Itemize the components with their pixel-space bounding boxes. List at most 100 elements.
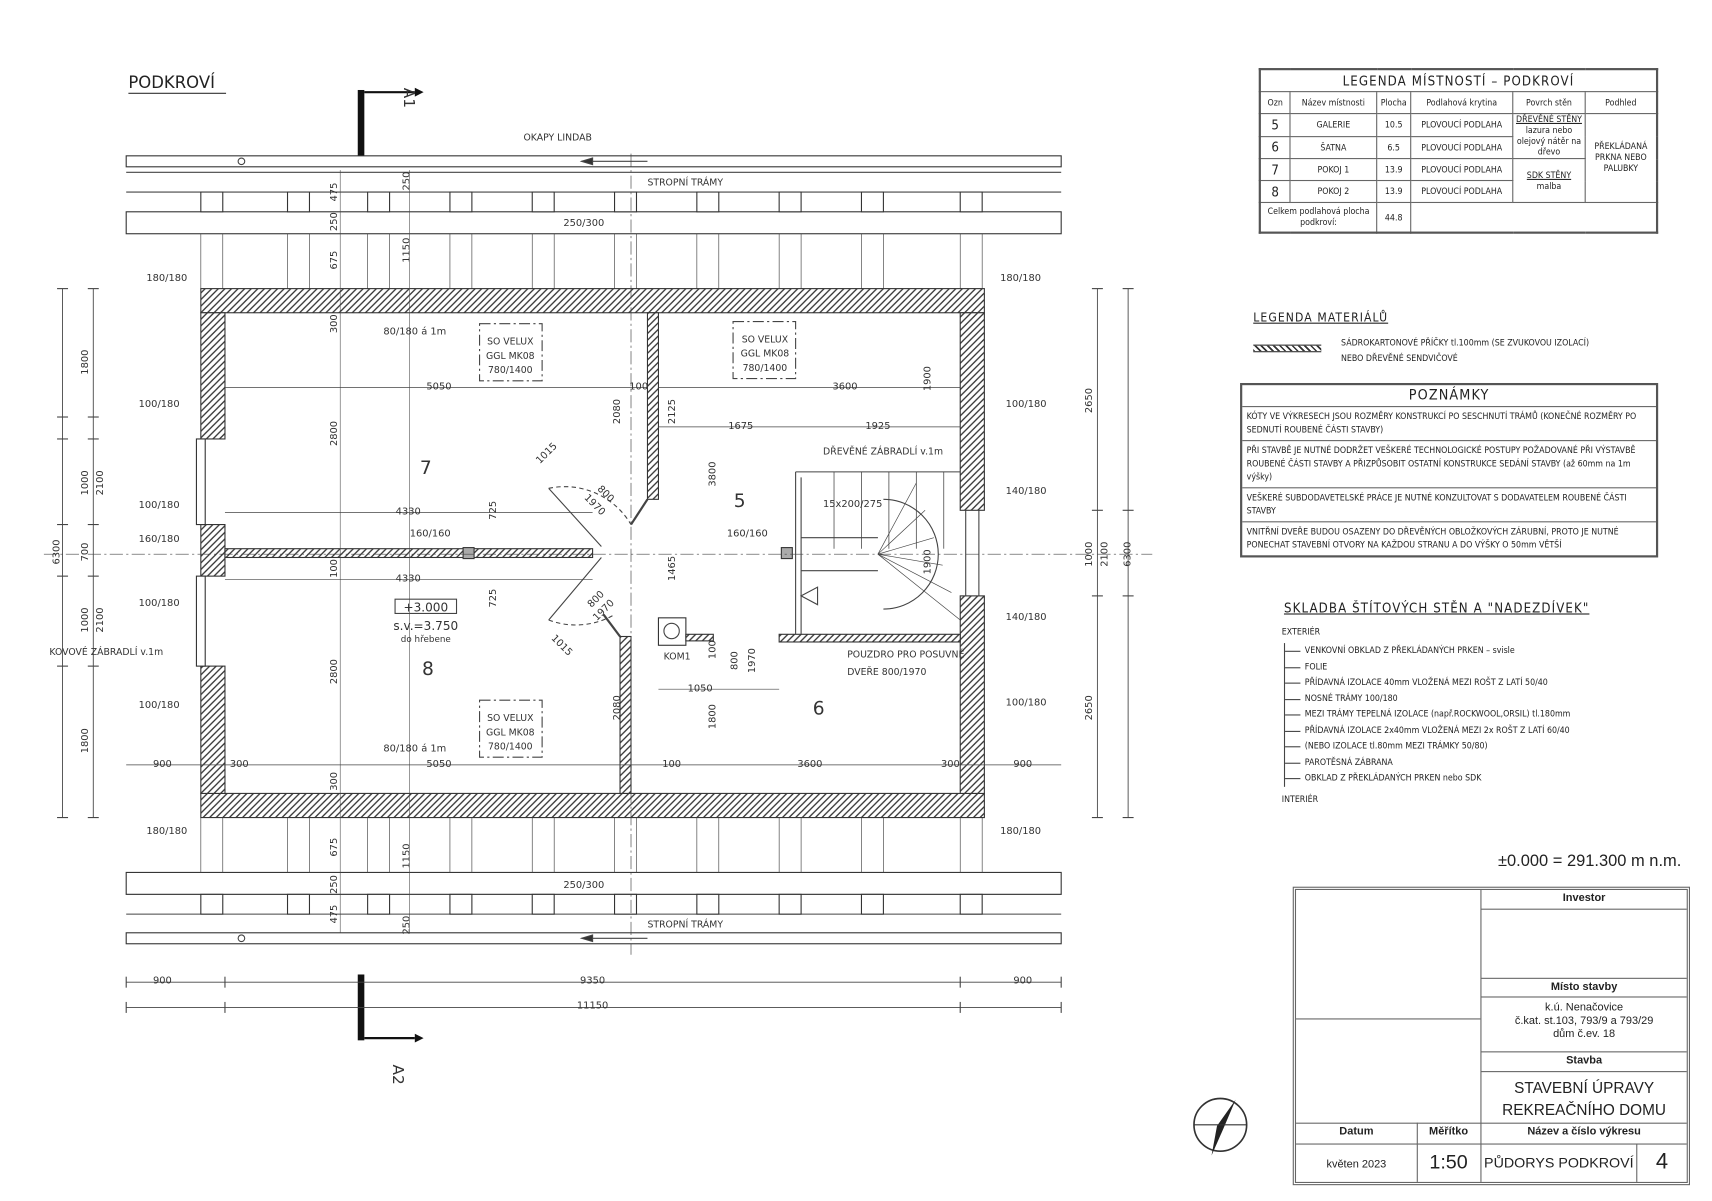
dimension-label: 6300 <box>51 539 62 564</box>
callout-label: STROPNÍ TRÁMY <box>647 918 723 930</box>
cell: PLOVOUCÍ PODLAHA <box>1410 179 1514 204</box>
cell: PLOVOUCÍ PODLAHA <box>1410 113 1514 137</box>
cell: GALERIE <box>1289 113 1378 137</box>
room-number: 8 <box>422 659 434 680</box>
header-name: Název místnosti <box>1289 91 1378 115</box>
line <box>602 613 621 638</box>
north-arrow-icon <box>1193 1097 1248 1156</box>
investor-label: Investor <box>1562 892 1606 905</box>
dimension-label: 2650 <box>1084 695 1095 720</box>
dimension-label: 5050 <box>426 759 451 770</box>
dimension-label: 1800 <box>80 728 91 753</box>
wall-tag-label: 140/180 <box>1006 486 1047 497</box>
note-item: VNITŘNÍ DVEŘE BUDOU OSAZENY DO DŘEVĚNÝCH… <box>1246 526 1619 550</box>
dimension-label: 725 <box>488 589 499 608</box>
rafter <box>200 191 224 213</box>
dimension-label: 1000 <box>1084 542 1095 567</box>
header-floor: Podlahová krytina <box>1410 91 1514 115</box>
rafter <box>696 191 720 213</box>
walls-wood-text: lazura nebo olejový nátěr na dřevo <box>1516 125 1582 157</box>
dimension-label: 1150 <box>401 843 412 868</box>
dimension-label: 900 <box>153 759 172 770</box>
building-line: REKREAČNÍHO DOMU <box>1502 1100 1667 1119</box>
wall-tag-label: 100/180 <box>139 700 180 711</box>
window <box>195 438 206 526</box>
datum-level: ±0.000 = 291.300 m n.m. <box>1497 851 1682 871</box>
dimension-label: 1925 <box>865 421 890 432</box>
dimension-label: 900 <box>1013 759 1032 770</box>
dimension-label: 2800 <box>329 421 340 446</box>
walls-sdk-text: malba <box>1536 180 1562 191</box>
wall-top <box>200 288 985 314</box>
drawing-label: Název a číslo výkresu <box>1527 1125 1641 1139</box>
interior-label: INTERIÉR <box>1281 794 1319 805</box>
callout-label: KOM1 <box>664 652 691 663</box>
line <box>548 487 602 547</box>
callout-label: DVEŘE 800/1970 <box>847 667 926 678</box>
site-line: k.ú. Nenačovice <box>1545 1001 1624 1014</box>
dimension-label: 725 <box>488 501 499 520</box>
velux-label: GGL MK08 <box>741 349 790 360</box>
dimension-label: 2080 <box>612 695 623 720</box>
rafter <box>531 893 555 915</box>
total-value: 44.8 <box>1376 201 1412 234</box>
wall-tag-label: 180/180 <box>1000 273 1041 284</box>
partition <box>778 633 961 643</box>
building-lines: STAVEBNÍ ÚPRAVY REKREAČNÍHO DOMU <box>1481 1077 1686 1121</box>
wall-right <box>959 595 985 794</box>
dimension-label: 800 <box>729 651 740 670</box>
rafter <box>959 191 983 213</box>
dimension-label: 1150 <box>401 238 412 263</box>
dimension-label: 250 <box>401 172 412 191</box>
stair-arrow <box>799 586 819 606</box>
section-label-bottom: A2 <box>389 1064 407 1084</box>
dimension-label: 1050 <box>688 683 713 694</box>
dimension-label: 1970 <box>747 648 758 673</box>
header-walls: Povrch stěn <box>1512 91 1586 115</box>
dimension-label: 1900 <box>923 549 934 574</box>
room-legend-title: LEGENDA MÍSTNOSTÍ – PODKROVÍ <box>1259 68 1658 93</box>
dimension-label: 475 <box>329 905 340 924</box>
partition <box>224 548 594 559</box>
ceiling-cell: PŘEKLÁDANÁ PRKNA NEBO PALUBKY <box>1584 113 1658 204</box>
site-line: dům č.ev. 18 <box>1553 1028 1616 1041</box>
cell: PLOVOUCÍ PODLAHA <box>1410 158 1514 182</box>
dimension-label: 1800 <box>80 350 91 375</box>
rafter <box>778 191 802 213</box>
layer-item: PŘÍDAVNÁ IZOLACE 2x40mm VLOŽENÁ MEZI 2x … <box>1285 723 1571 739</box>
dimension-label: 160/160 <box>727 529 768 540</box>
dimension-label: 6300 <box>1122 542 1133 567</box>
rafter <box>367 191 391 213</box>
dimension-label: 160/160 <box>410 529 451 540</box>
rafter <box>449 893 473 915</box>
layer-item: (NEBO IZOLACE tl.80mm MEZI TRÁMKY 50/80) <box>1285 739 1571 755</box>
dimension-label: 100 <box>662 759 681 770</box>
wall-tag-label: 160/180 <box>139 534 180 545</box>
wall-tag-label: 100/180 <box>139 598 180 609</box>
wall-left <box>200 665 226 794</box>
rafter <box>286 893 311 915</box>
room-legend-table: LEGENDA MÍSTNOSTÍ – PODKROVÍ Ozn Název m… <box>1258 68 1659 234</box>
cell: PLOVOUCÍ PODLAHA <box>1410 135 1514 160</box>
wall-tag-label: 100/180 <box>139 399 180 410</box>
line <box>877 510 926 555</box>
scale-label: Měřítko <box>1429 1125 1469 1139</box>
dimension-label: 2100 <box>95 470 106 495</box>
velux-label: SO VELUX <box>487 337 534 348</box>
rafter <box>449 191 473 213</box>
dimension-label: 300 <box>941 759 960 770</box>
rafter <box>778 893 802 915</box>
notes-box: POZNÁMKY KÓTY VE VÝKRESECH JSOU ROZMĚRY … <box>1240 382 1659 558</box>
cell: 13.9 <box>1376 158 1412 182</box>
wall-right <box>959 312 985 511</box>
dimension-label: 675 <box>329 251 340 270</box>
level-elevation: +3.000 <box>403 600 448 614</box>
layer-list: VENKOVNÍ OBKLAD Z PŘEKLÁDANÝCH PRKEN – s… <box>1283 643 1571 787</box>
drawing-title: PODKROVÍ <box>128 73 215 92</box>
layer-item: PŘÍDAVNÁ IZOLACE 40mm VLOŽENÁ MEZI ROŠT … <box>1285 675 1571 691</box>
cell: 7 <box>1259 158 1291 182</box>
rafter <box>860 191 884 213</box>
dimension-label: 300 <box>230 759 249 770</box>
table-row: 5 GALERIE 10.5 PLOVOUCÍ PODLAHA DŘEVĚNÉ … <box>1259 113 1658 204</box>
